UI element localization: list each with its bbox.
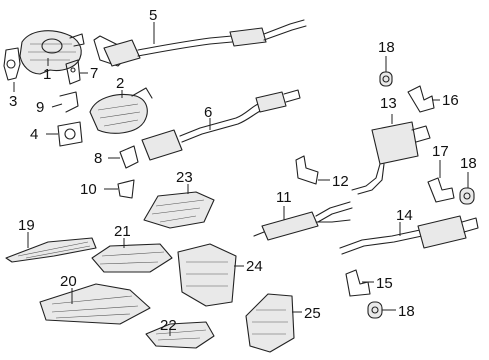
callout-10: 10 [80, 181, 97, 198]
part-4-flange-gasket [57, 121, 83, 147]
callout-1: 1 [43, 66, 51, 83]
part-11-center-muffler [253, 201, 353, 241]
part-1-manifold-shield [19, 30, 85, 75]
part-25-heat-shield [245, 293, 295, 353]
callout-16: 16 [442, 92, 459, 109]
part-20-heat-shield [39, 283, 151, 325]
callout-2: 2 [116, 75, 124, 92]
callout-13: 13 [380, 95, 397, 112]
callout-20: 20 [60, 273, 77, 290]
callout-11: 11 [276, 189, 292, 206]
part-13-rear-muffler [351, 121, 431, 195]
callout-6: 6 [204, 104, 212, 121]
part-3-gasket [3, 47, 21, 81]
callout-18-top: 18 [378, 39, 395, 56]
callout-9: 9 [36, 99, 44, 116]
callout-4: 4 [30, 126, 38, 143]
callout-7: 7 [90, 65, 98, 82]
callout-17: 17 [432, 143, 449, 160]
part-16-bracket [407, 85, 435, 113]
callout-14: 14 [396, 207, 413, 224]
part-10-bracket [117, 179, 135, 199]
part-8-bracket [119, 145, 139, 169]
callout-19: 19 [18, 217, 35, 234]
callout-8: 8 [94, 150, 102, 167]
part-6-intermediate-pipe [141, 89, 301, 161]
part-14-rear-section [339, 215, 479, 255]
part-15-bracket [345, 269, 371, 297]
part-2-downpipe [89, 87, 153, 134]
part-18-rubber-mount-bottom [367, 301, 383, 319]
callout-25: 25 [304, 305, 321, 322]
callout-24: 22 [160, 317, 177, 334]
callout-22: 23 [176, 169, 193, 186]
part-23-heat-shield [177, 243, 237, 307]
part-24-heat-shield [145, 321, 215, 349]
part-9-clamp [59, 91, 79, 113]
part-7-bracket [65, 59, 81, 85]
part-19-heat-shield [5, 237, 97, 263]
part-12-hanger [295, 155, 319, 185]
callout-15: 15 [376, 275, 393, 292]
callout-12: 12 [332, 173, 349, 190]
callout-18-right: 18 [460, 155, 477, 172]
callout-21: 21 [114, 223, 131, 240]
callout-18-bottom: 18 [398, 303, 415, 320]
part-22-heat-shield [143, 191, 215, 229]
part-21-heat-shield [91, 243, 173, 273]
part-18-rubber-mount-top [379, 71, 393, 87]
part-17-hanger [427, 177, 455, 203]
part-5-front-pipe [93, 19, 307, 67]
callout-3: 3 [9, 93, 17, 110]
callout-5: 5 [149, 7, 157, 24]
callout-23: 24 [246, 258, 263, 275]
part-18-rubber-mount-right [459, 187, 475, 205]
